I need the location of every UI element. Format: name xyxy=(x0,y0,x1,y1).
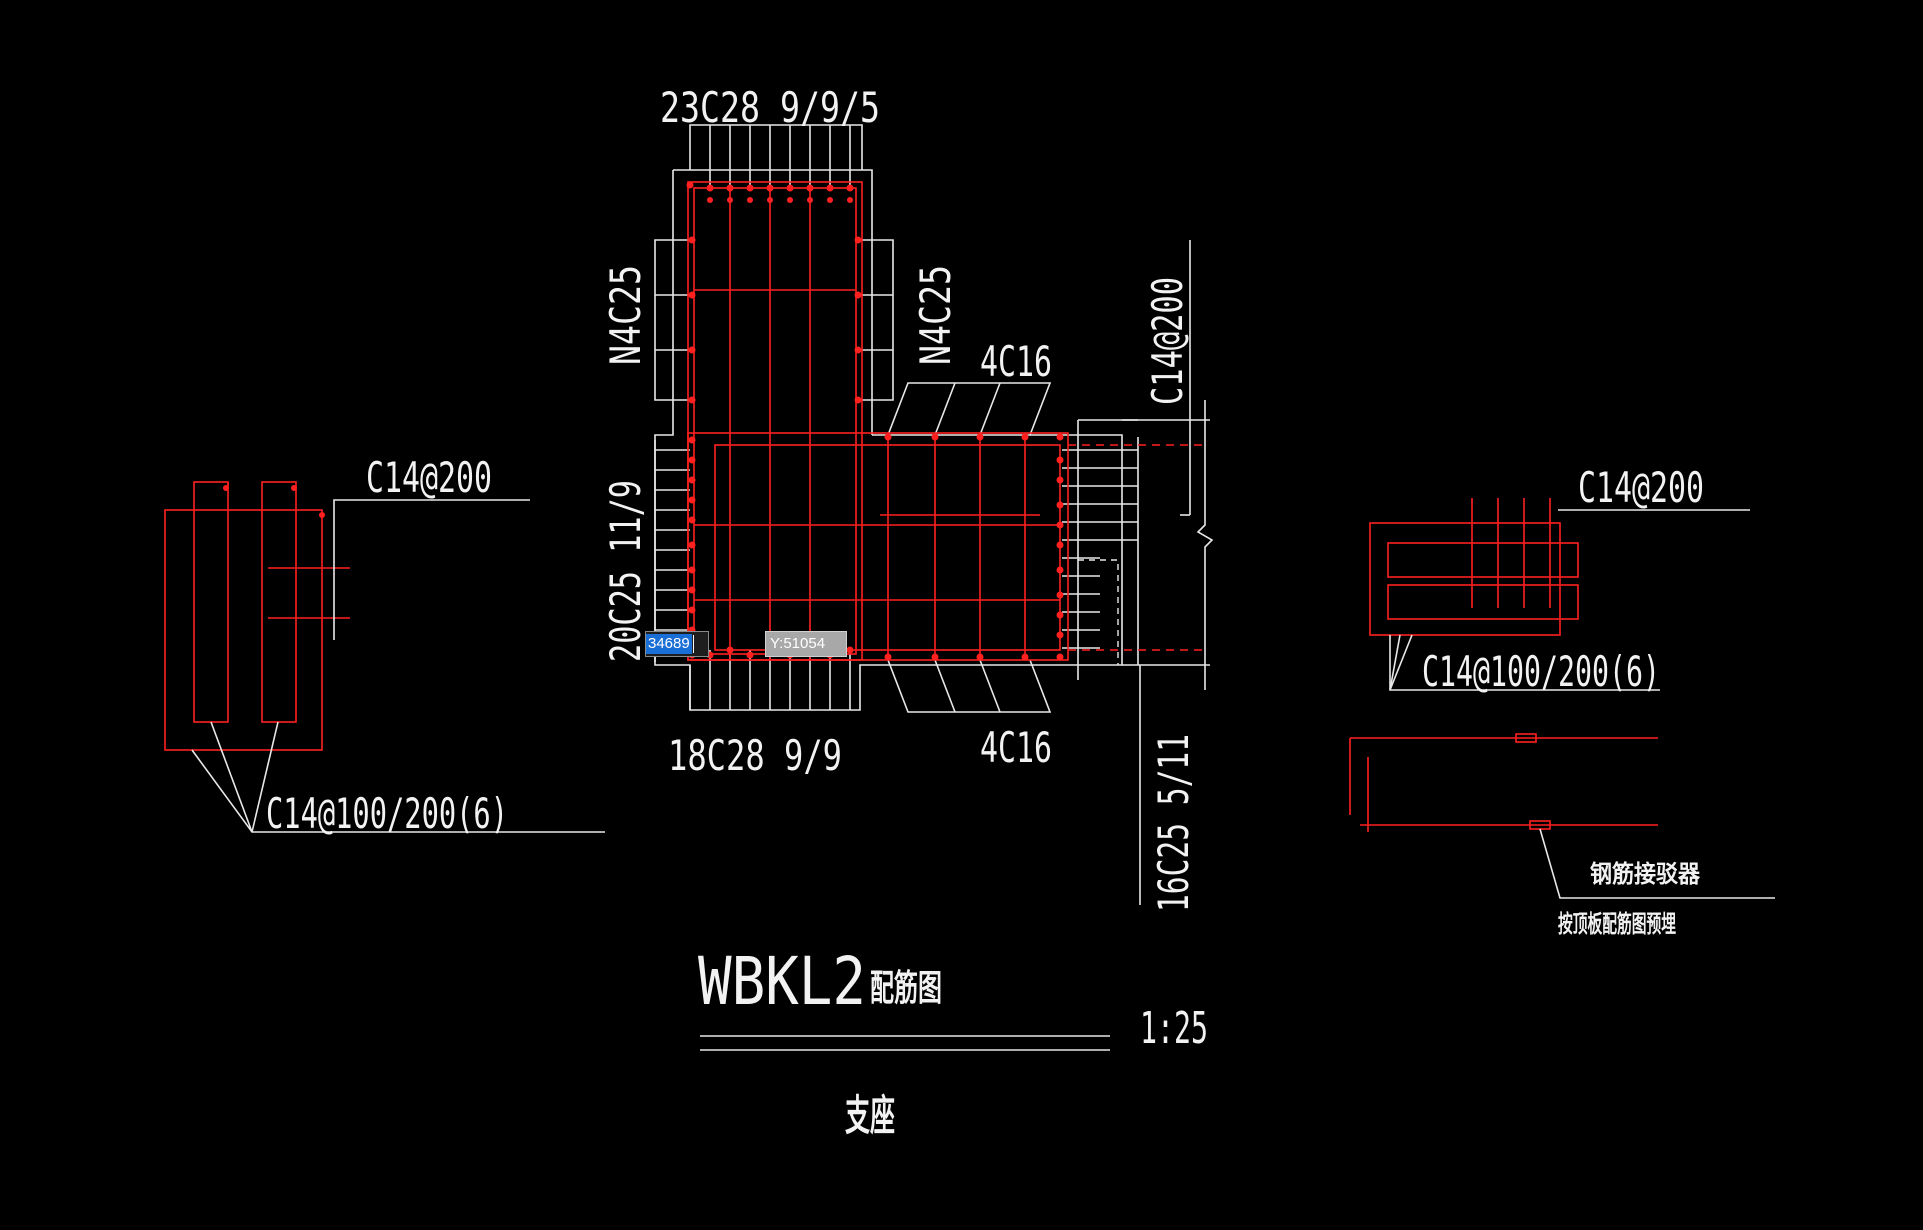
bottom-bars-label: 18C28 9/9 xyxy=(668,731,842,780)
subtitle: 支座 xyxy=(845,1091,895,1140)
flange-top-bars-label: 4C16 xyxy=(980,337,1052,386)
text-caret xyxy=(692,635,694,653)
right-side-bars-label: N4C25 xyxy=(911,265,960,365)
right-col-bars-label: 16C25 5/11 xyxy=(1149,734,1198,912)
dynamic-input-y[interactable]: Y:51054 xyxy=(765,631,847,657)
left-stirrup-detail xyxy=(164,481,605,833)
right-stirrup-detail xyxy=(1349,498,1775,899)
section-rebar xyxy=(686,181,1205,661)
right-stirrup-bottom-label: C14@100/200(6) xyxy=(1422,647,1660,696)
dynamic-input-x-value[interactable]: 34689 xyxy=(646,634,692,654)
section-outline xyxy=(654,124,1214,905)
dynamic-input-x[interactable]: 34689 xyxy=(645,631,709,657)
flange-bottom-bars-label: 4C16 xyxy=(980,723,1052,772)
left-stirrup-bottom-label: C14@100/200(6) xyxy=(266,789,508,838)
title-block xyxy=(700,1035,1110,1051)
column-stirrup-label: C14@200 xyxy=(1143,277,1192,405)
left-stirrup-top-label: C14@200 xyxy=(366,453,492,502)
coupler-note: 按顶板配筋图预埋 xyxy=(1558,910,1676,938)
top-bars-label: 23C28 9/9/5 xyxy=(660,83,880,132)
title-suffix: 配筋图 xyxy=(870,968,942,1009)
title-main: WBKL2 xyxy=(698,943,866,1020)
left-side-bars-label: N4C25 xyxy=(601,265,650,365)
left-web-bars-label: 20C25 11/9 xyxy=(601,480,650,662)
right-stirrup-top-label: C14@200 xyxy=(1578,463,1704,512)
coupler-label: 钢筋接驳器 xyxy=(1590,860,1701,888)
scale-label: 1:25 xyxy=(1140,1003,1208,1054)
